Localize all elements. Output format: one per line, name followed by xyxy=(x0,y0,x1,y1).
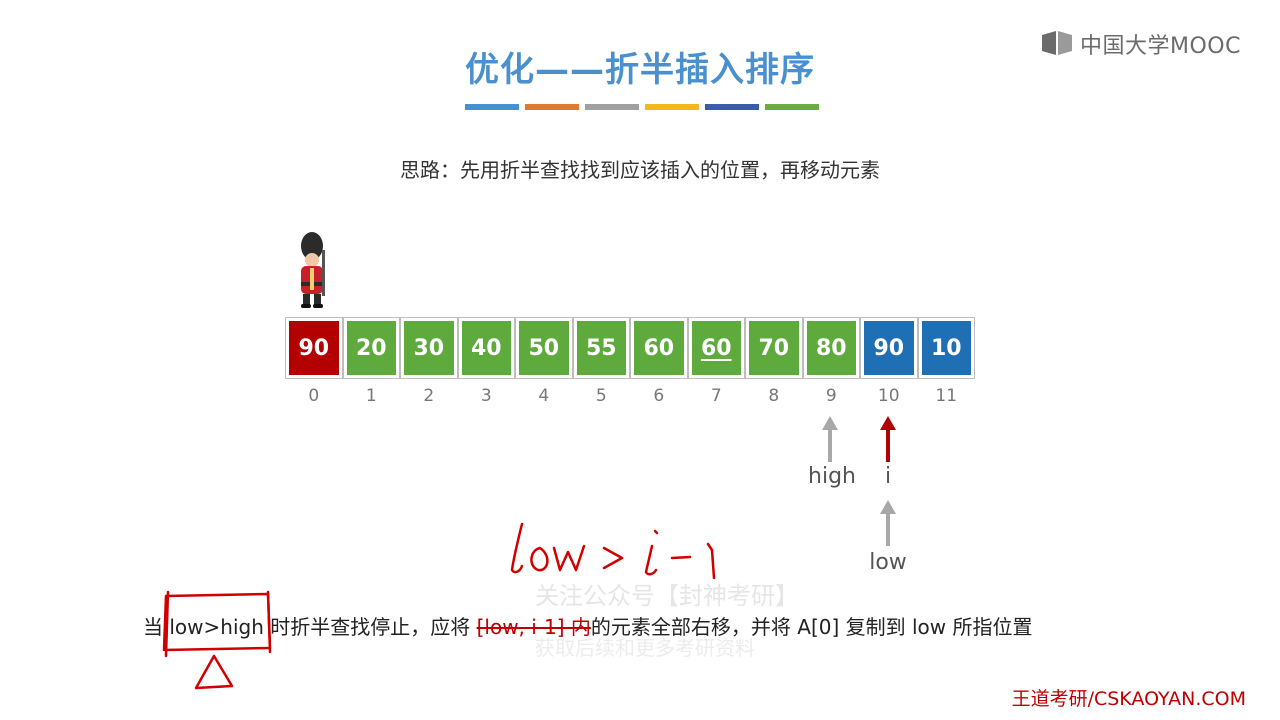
sentence-condition: low>high xyxy=(169,615,264,639)
title-color-bars xyxy=(465,104,819,110)
array-index: 5 xyxy=(595,386,607,406)
array-index: 8 xyxy=(768,386,780,406)
array-index: 2 xyxy=(423,386,435,406)
array-cell-value: 60 xyxy=(691,321,741,375)
handwriting-one xyxy=(706,542,716,580)
array-index: 1 xyxy=(365,386,377,406)
mooc-logo-icon xyxy=(1042,31,1072,55)
array-cell: 90 xyxy=(285,317,343,379)
array-cell: 40 xyxy=(457,317,515,379)
array-cell: 30 xyxy=(400,317,458,379)
array-cell: 20 xyxy=(342,317,400,379)
handwriting-gt xyxy=(602,546,624,570)
triangle-mark xyxy=(194,654,234,690)
array-cell-value: 90 xyxy=(289,321,339,375)
title-color-bar xyxy=(525,104,579,110)
title-color-bar xyxy=(765,104,819,110)
array-cell-value: 70 xyxy=(749,321,799,375)
royal-guard-icon xyxy=(301,232,325,308)
array-cell-value: 90 xyxy=(864,321,914,375)
array-cell: 50 xyxy=(515,317,573,379)
array-index: 10 xyxy=(877,386,900,406)
array-index: 9 xyxy=(825,386,837,406)
mooc-logo: 中国大学MOOC xyxy=(1040,28,1241,60)
explanation-sentence: 当 low>high 时折半查找停止，应将 [low, i-1] 内的元素全部右… xyxy=(143,611,1033,640)
sentence-part3: 的元素全部右移，并将 A[0] 复制到 low 所指位置 xyxy=(590,615,1033,639)
title-color-bar xyxy=(465,104,519,110)
high-arrow-icon xyxy=(822,416,838,462)
sentence-range: [low, i-1] 内 xyxy=(476,615,591,639)
handwriting-minus xyxy=(670,555,692,560)
handwriting-l xyxy=(510,522,524,574)
array-index: 3 xyxy=(480,386,492,406)
handwriting-i-dot xyxy=(653,529,659,535)
logo-text: 中国大学MOOC xyxy=(1080,34,1241,59)
high-pointer-label: high xyxy=(808,464,856,489)
array-cell-value: 50 xyxy=(519,321,569,375)
array-cell: 70 xyxy=(745,317,803,379)
watermark-line1: 关注公众号【封神考研】 xyxy=(535,582,799,610)
array-cell: 10 xyxy=(917,317,975,379)
idea-text: 思路：先用折半查找找到应该插入的位置，再移动元素 xyxy=(400,158,880,182)
array-cell-value: 10 xyxy=(921,321,971,375)
array-cell-value: 40 xyxy=(461,321,511,375)
low-pointer-label: low xyxy=(869,550,907,575)
i-arrow-icon xyxy=(880,416,896,462)
i-pointer-label: i xyxy=(884,464,892,489)
array-cell-value: 20 xyxy=(346,321,396,375)
array-index: 11 xyxy=(935,386,958,406)
title-color-bar xyxy=(585,104,639,110)
array-indices: 0 1 2 3 4 5 6 7 8 9 10 11 xyxy=(285,386,975,406)
array-cell: 55 xyxy=(572,317,630,379)
title-color-bar xyxy=(645,104,699,110)
array-cell-value: 60 xyxy=(634,321,684,375)
title-color-bar xyxy=(705,104,759,110)
array-cell-value: 30 xyxy=(404,321,454,375)
handwriting-i xyxy=(644,544,658,576)
array-cell: 60 xyxy=(630,317,688,379)
array-cell-value: 55 xyxy=(576,321,626,375)
array-index: 4 xyxy=(538,386,550,406)
array-index: 7 xyxy=(710,386,722,406)
array-cell-value: 80 xyxy=(806,321,856,375)
sentence-part2: 时折半查找停止，应将 xyxy=(263,615,477,639)
array-index: 6 xyxy=(653,386,665,406)
handwriting-o xyxy=(530,546,549,572)
array-cell: 90 xyxy=(860,317,918,379)
footer-brand: 王道考研/CSKAOYAN.COM xyxy=(1011,688,1246,710)
slide-title: 优化——折半插入排序 xyxy=(465,50,815,90)
array-index: 0 xyxy=(308,386,320,406)
array-cell: 80 xyxy=(802,317,860,379)
low-arrow-icon xyxy=(880,500,896,546)
watermark-line2: 获取后续和更多考研资料 xyxy=(535,636,755,660)
sentence-part1: 当 xyxy=(143,615,170,639)
handwriting-w xyxy=(552,544,586,572)
array-cell: 60 xyxy=(687,317,745,379)
